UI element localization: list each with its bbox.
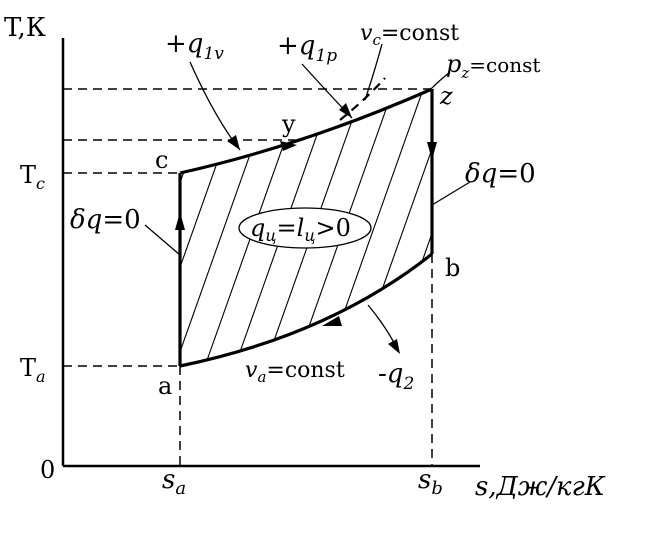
label-dq-right: δq=0: [465, 159, 536, 189]
hatch-line: [180, 89, 251, 366]
label-dq-left: δq=0: [70, 205, 141, 235]
arrow-down-z-b: [427, 142, 437, 160]
label-pz-const: pz=const: [446, 50, 540, 82]
tick-sb: sb: [418, 465, 443, 499]
tick-sa: sa: [162, 465, 186, 499]
process-c-y-z: [179, 87, 433, 175]
point-a: a: [158, 372, 172, 400]
work-ellipse: [238, 207, 372, 249]
label-q2: -q2: [378, 359, 414, 394]
t-axis-label: T,К: [4, 13, 46, 43]
point-b: b: [445, 254, 460, 282]
label-q1p: +q1p: [277, 31, 337, 66]
label-vc-const: vc=const: [360, 21, 459, 49]
pz-pointer: [431, 71, 451, 89]
hatch-line: [409, 89, 432, 366]
hatch-line: [530, 70, 640, 380]
point-y: y: [281, 110, 296, 138]
origin-label: 0: [40, 456, 55, 484]
hatch-line: [500, 70, 610, 380]
q1p-pointer-head: [339, 103, 352, 118]
dq-left-leader: [144, 224, 181, 256]
vc-pointer: [364, 43, 383, 101]
label-q1v: +q1v: [165, 29, 224, 64]
q1v-pointer: [189, 61, 241, 151]
arrow-along-b-a: [322, 316, 342, 326]
point-c: c: [155, 146, 168, 174]
tick-ta: Ta: [20, 354, 46, 386]
arrow-up-a-c: [175, 212, 185, 230]
hatch-line: [470, 70, 580, 380]
hatch-line: [440, 70, 550, 380]
label-work: qц=lц>0: [250, 214, 351, 245]
label-va-const: va=const: [245, 358, 345, 386]
arrow-along-c-y: [280, 141, 297, 151]
hatch-line: [379, 89, 432, 366]
point-z: z: [439, 82, 453, 110]
vc-const-curve: [339, 77, 386, 121]
q1v-pointer-head: [227, 135, 240, 150]
q2-pointer-head: [388, 339, 400, 354]
dq-right-leader: [431, 181, 471, 206]
tick-tc: Tc: [20, 161, 45, 193]
process-b-a: [179, 252, 433, 368]
hatch-line: [560, 70, 650, 380]
s-axis-label: s,Дж/кгК: [475, 472, 606, 502]
